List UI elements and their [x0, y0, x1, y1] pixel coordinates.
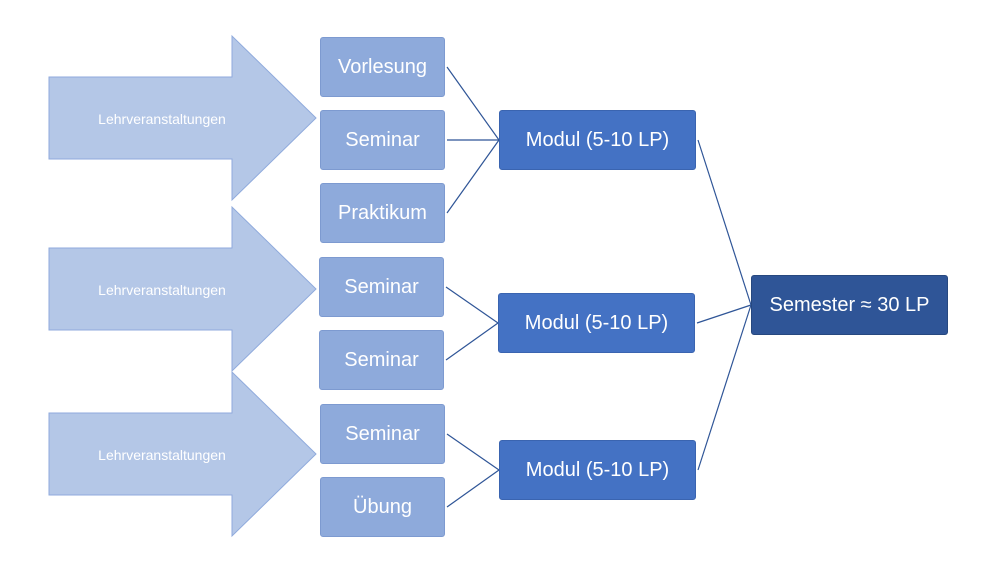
arrow-label: Lehrveranstaltungen: [98, 111, 226, 127]
course-box-vorlesung: Vorlesung: [320, 37, 445, 97]
connector-praktikum-module-1: [446, 139, 500, 214]
course-box-uebung: Übung: [320, 477, 445, 537]
course-box-seminar: Seminar: [320, 110, 445, 170]
course-box-seminar: Seminar: [319, 330, 444, 390]
course-box-praktikum: Praktikum: [320, 183, 445, 243]
module-box: Modul (5-10 LP): [499, 440, 696, 500]
connector-seminar2-module-2: [445, 286, 499, 324]
connector-seminar4-module-3: [446, 433, 500, 471]
connector-seminar3-module-2: [445, 322, 499, 361]
course-box-seminar: Seminar: [320, 404, 445, 464]
connector-module-2-semester: [696, 304, 752, 324]
block-arrow-1: [48, 34, 317, 202]
connector-vorlesung-module-1: [446, 66, 500, 141]
semester-box: Semester ≈ 30 LP: [751, 275, 948, 335]
connector-module-3-semester: [697, 304, 752, 471]
module-box: Modul (5-10 LP): [499, 110, 696, 170]
connector-module-1-semester: [697, 139, 752, 306]
connector-uebung-module-3: [446, 469, 500, 508]
block-arrow-2: [48, 205, 317, 373]
course-box-seminar: Seminar: [319, 257, 444, 317]
arrow-label: Lehrveranstaltungen: [98, 447, 226, 463]
module-box: Modul (5-10 LP): [498, 293, 695, 353]
arrow-label: Lehrveranstaltungen: [98, 282, 226, 298]
block-arrow-3: [48, 370, 317, 538]
